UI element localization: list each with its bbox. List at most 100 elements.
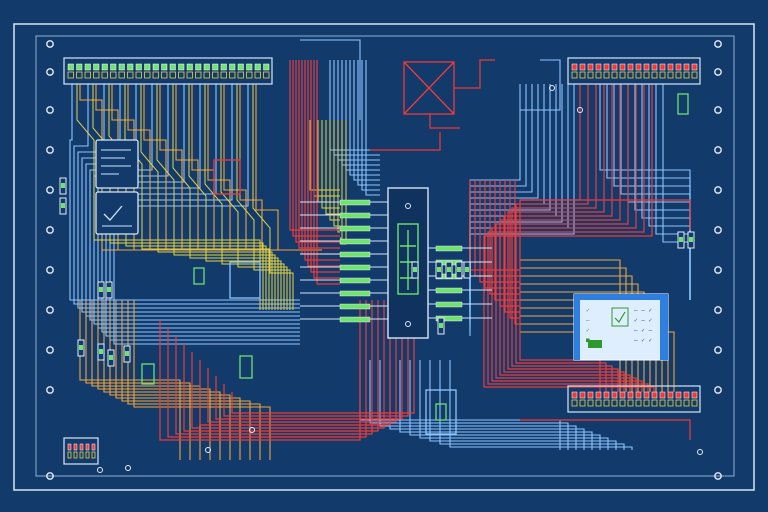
header-pin: [237, 63, 244, 71]
trace: [520, 199, 691, 230]
header-pin: [611, 391, 618, 399]
via: [205, 447, 211, 453]
test-pad: [677, 93, 689, 115]
header-pin-pad: [683, 71, 690, 79]
trace: [349, 60, 380, 176]
trace: [207, 300, 397, 423]
trace: [321, 120, 340, 209]
trace: [337, 60, 380, 161]
trace: [469, 84, 527, 304]
trace: [483, 84, 655, 392]
header-pin-pad: [186, 71, 193, 79]
central-chip-core: [397, 223, 419, 295]
test-pads: [141, 93, 689, 435]
header-pin-pad: [619, 71, 626, 79]
via: [549, 85, 555, 91]
screen-panel-body: [573, 293, 669, 361]
trace: [341, 60, 380, 166]
header-pin-pad: [110, 71, 117, 79]
vias: [97, 85, 703, 473]
screen-row-right: — ✓ —: [634, 327, 652, 334]
header-pin: [651, 391, 658, 399]
mounting-hole: [46, 306, 54, 314]
header-pin: [595, 391, 602, 399]
mounting-hole: [714, 386, 722, 394]
header-pin-pad: [667, 71, 674, 79]
resistor-band: [439, 323, 443, 328]
header-strip-top-left: [63, 57, 273, 85]
header-pin-pad: [659, 71, 666, 79]
mounting-hole: [46, 186, 54, 194]
trace: [204, 84, 285, 310]
trace: [310, 60, 340, 273]
trace: [514, 180, 520, 325]
via: [125, 465, 131, 471]
trace: [191, 300, 385, 429]
screen-panel: ✓— — ✓—✓ — ✓✓— ✓ —■— ✓ ✓: [573, 293, 669, 361]
trace: [325, 120, 340, 215]
mounting-hole: [46, 146, 54, 154]
header-pin-pad: [152, 71, 159, 79]
trace: [345, 60, 380, 171]
trace: [494, 180, 520, 301]
header-pin: [220, 63, 227, 71]
header-pin: [659, 391, 666, 399]
trace: [183, 300, 379, 432]
trace: [369, 360, 569, 450]
header-pin-pad: [579, 71, 586, 79]
resistor-band: [413, 267, 417, 272]
header-pin: [667, 391, 674, 399]
header-pin-pad: [603, 399, 610, 407]
trace: [520, 59, 561, 111]
central-chip-marker: [405, 203, 411, 209]
trace: [340, 120, 343, 239]
header-pin-pad: [651, 399, 658, 407]
header-pin-pad: [93, 71, 100, 79]
chip-pin: [339, 238, 371, 245]
trace: [469, 84, 533, 308]
header-pin-pad: [659, 399, 666, 407]
header-pin-pad: [67, 451, 72, 459]
header-pin: [619, 391, 626, 399]
header-pin: [579, 391, 586, 399]
header-pin-pad: [587, 399, 594, 407]
header-pin-pad: [73, 451, 78, 459]
screen-panel-chip: [588, 340, 602, 348]
trace: [511, 84, 613, 392]
mounting-hole: [714, 40, 722, 48]
test-pad: [435, 403, 447, 421]
left-module-upper-display-lines: [101, 149, 131, 175]
header-pin-pad: [571, 399, 578, 407]
test-pad: [213, 159, 241, 195]
header-pin-pad: [178, 71, 185, 79]
resistor-band: [457, 267, 461, 272]
trace: [409, 360, 601, 450]
header-pin: [603, 391, 610, 399]
test-pad: [141, 363, 155, 385]
chip-pin: [339, 303, 371, 310]
header-pin: [619, 63, 626, 71]
trace: [648, 84, 691, 300]
test-pad: [193, 267, 205, 285]
header-pin: [635, 63, 642, 71]
resistor-band: [465, 267, 469, 272]
header-pin-pad: [212, 71, 219, 79]
resistor-band: [99, 349, 103, 354]
chip-pin: [339, 225, 371, 232]
header-pin: [195, 63, 202, 71]
header-pin: [643, 391, 650, 399]
trace: [175, 300, 373, 435]
header-pin-pad: [611, 71, 618, 79]
trace: [329, 120, 340, 221]
header-pin-pad: [220, 71, 227, 79]
header-pin-pad: [643, 399, 650, 407]
trace: [389, 360, 585, 450]
trace: [313, 60, 340, 279]
header-pin: [659, 63, 666, 71]
header-pin-pad: [691, 71, 698, 79]
header-pin: [587, 63, 594, 71]
resistor-band: [61, 203, 65, 208]
header-pin: [587, 391, 594, 399]
trace: [252, 84, 294, 310]
